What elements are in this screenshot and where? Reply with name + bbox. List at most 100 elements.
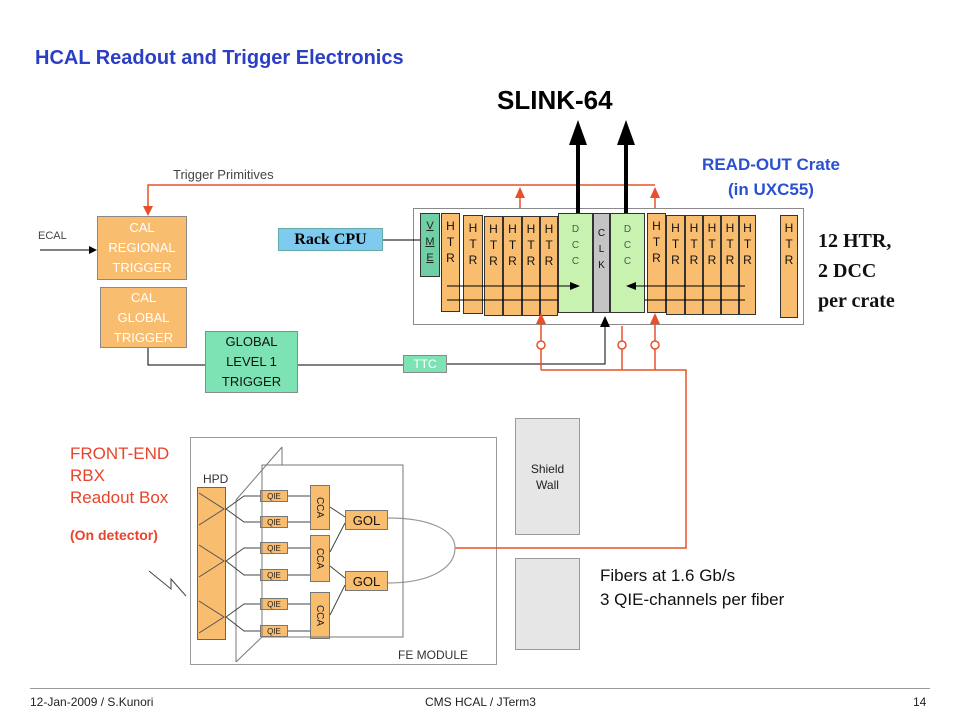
htr-letter: R xyxy=(508,254,517,268)
htr-letter: H xyxy=(689,221,699,235)
front-end-line: Readout Box xyxy=(70,488,169,507)
front-end-label: FRONT-END RBX Readout Box xyxy=(70,443,169,509)
htr-letter: R xyxy=(526,254,536,268)
on-detector-label: (On detector) xyxy=(70,527,158,543)
clk-letter: L xyxy=(598,244,605,255)
shield-wall-text: Wall xyxy=(536,477,559,492)
light-signal-icon xyxy=(148,570,187,597)
dcc-letter: C xyxy=(623,240,632,251)
footer-page-number: 14 xyxy=(913,695,927,709)
htr-letter: H xyxy=(725,221,735,235)
htr-letter: H xyxy=(784,221,794,235)
vme-letter: M xyxy=(425,236,435,248)
htr-letter: T xyxy=(671,237,680,251)
htr-letter: H xyxy=(544,222,554,236)
shield-wall-lower xyxy=(515,558,580,650)
cca-chip: CCA xyxy=(310,592,330,639)
rack-cpu-box: Rack CPU xyxy=(278,228,383,251)
dcc-board: D C C xyxy=(558,213,593,313)
fibers-line: 3 QIE-channels per fiber xyxy=(600,590,785,609)
dcc-letter: C xyxy=(623,256,632,267)
box-text: LEVEL 1 xyxy=(226,354,277,369)
front-end-line: FRONT-END xyxy=(70,444,170,463)
crate-note-line: 2 DCC xyxy=(818,260,877,282)
htr-letter: T xyxy=(708,237,716,251)
qie-chip: QIE xyxy=(260,569,288,581)
dcc-board: D C C xyxy=(610,213,645,313)
htr-letter: R xyxy=(544,254,554,268)
ttc-box: TTC xyxy=(403,355,447,373)
clk-letter: C xyxy=(597,228,606,239)
dcc-letter: C xyxy=(571,240,580,251)
qie-chip: QIE xyxy=(260,516,288,528)
cca-label: CCA xyxy=(314,547,326,570)
ecal-arrow xyxy=(40,246,97,254)
cca-label: CCA xyxy=(314,496,326,519)
cal-global-trigger-box: CAL GLOBAL TRIGGER xyxy=(100,287,187,348)
vme-letter: V xyxy=(426,220,434,232)
hpd-block xyxy=(197,487,226,640)
htr-letter: T xyxy=(743,237,752,251)
htr-letter: T xyxy=(446,235,455,249)
clk-letter: K xyxy=(598,260,605,271)
cca-label: CCA xyxy=(314,604,326,627)
htr-letter: R xyxy=(725,253,735,267)
slide-title: HCAL Readout and Trigger Electronics xyxy=(35,47,404,69)
htr-letter: T xyxy=(652,235,661,249)
htr-letter: T xyxy=(545,238,553,252)
qie-chip: QIE xyxy=(260,598,288,610)
htr-letter: H xyxy=(671,221,680,235)
footer-divider xyxy=(30,688,930,689)
box-text: REGIONAL xyxy=(108,240,176,255)
htr-letter: R xyxy=(489,254,498,268)
ecal-label: ECAL xyxy=(38,230,67,242)
readout-crate-label: READ-OUT Crate (in UXC55) xyxy=(699,152,843,202)
htr-letter: R xyxy=(446,251,455,265)
box-text: TRIGGER xyxy=(112,260,172,275)
global-level1-trigger-box: GLOBAL LEVEL 1 TRIGGER xyxy=(205,331,298,393)
htr-letter: T xyxy=(527,238,535,252)
htr-letter: R xyxy=(784,253,794,267)
htr-letter: R xyxy=(707,253,717,267)
fibers-note: Fibers at 1.6 Gb/s 3 QIE-channels per fi… xyxy=(600,564,784,612)
htr-letter: T xyxy=(508,238,517,252)
htr-letter: R xyxy=(743,253,752,267)
clk-board: C L K xyxy=(593,213,610,313)
cca-chip: CCA xyxy=(310,485,330,530)
box-text: GLOBAL xyxy=(225,334,278,349)
htr-letter: R xyxy=(468,253,478,267)
crate-note-line: per crate xyxy=(818,290,895,312)
cca-chip: CCA xyxy=(310,535,330,582)
trigger-primitives-label: Trigger Primitives xyxy=(173,167,274,182)
htr-letter: H xyxy=(707,221,717,235)
qie-chip: QIE xyxy=(260,542,288,554)
htr-letter: R xyxy=(671,253,680,267)
front-end-line: RBX xyxy=(70,466,105,485)
htr-letter: T xyxy=(785,237,793,251)
dcc-letter: C xyxy=(571,256,580,267)
htr-letter: H xyxy=(489,222,498,236)
hpd-label: HPD xyxy=(203,472,229,486)
box-text: CAL xyxy=(129,220,155,235)
box-text: GLOBAL xyxy=(117,309,170,325)
htr-letter: H xyxy=(526,222,536,236)
readout-crate-location: (in UXC55) xyxy=(728,180,814,199)
cal-regional-trigger-box: CAL REGIONAL TRIGGER xyxy=(97,216,187,280)
fe-module-label: FE MODULE xyxy=(398,648,469,662)
shield-wall-text: Shield xyxy=(530,461,565,476)
fe-module-frame xyxy=(190,437,497,665)
slink-label: SLINK-64 xyxy=(497,85,613,115)
box-text: TRIGGER xyxy=(113,329,174,345)
